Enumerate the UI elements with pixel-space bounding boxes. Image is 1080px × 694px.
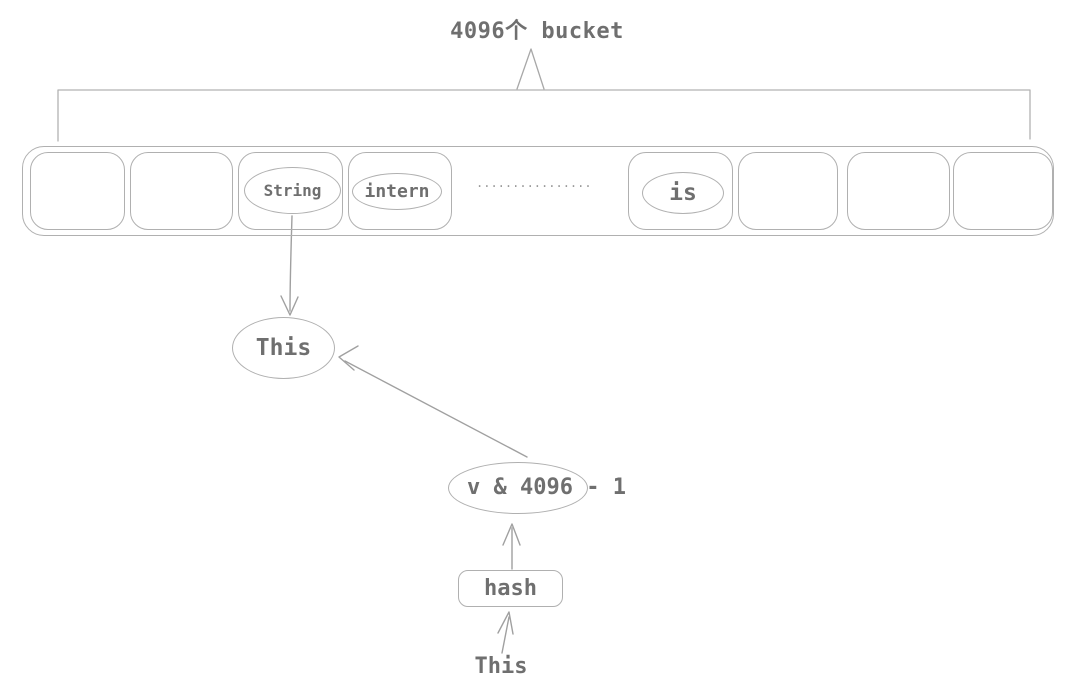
string-entry-label: String (263, 181, 322, 200)
arrow-this-to-hash-head-icon (497, 611, 514, 635)
index-formula-node (448, 462, 588, 514)
this-source-label: This (474, 654, 528, 679)
bracket-line (57, 89, 1031, 142)
bucket-array-container (22, 146, 1054, 236)
this-object-node: This (232, 317, 335, 379)
arrow-this-to-hash-shaft (501, 616, 510, 654)
bucket-cell-3 (238, 152, 343, 230)
bucket-cell-8 (953, 152, 1053, 230)
bucket-cell-2 (130, 152, 233, 230)
intern-entry-label: intern (364, 181, 430, 202)
arrow-formula-to-this-head-icon (338, 345, 359, 371)
arrow-hash-to-formula-head-icon (502, 523, 521, 546)
string-entry-node: String (244, 167, 341, 214)
bucket-cell-7 (847, 152, 950, 230)
bucket-cell-6 (738, 152, 838, 230)
caret-pointer-icon (516, 48, 545, 90)
is-entry-node: is (642, 172, 724, 214)
arrow-formula-to-this-shaft (344, 360, 528, 458)
arrow-string-to-this-head-icon (280, 295, 299, 316)
ellipsis-dots: ................ (476, 176, 592, 190)
hash-label: hash (484, 576, 537, 601)
index-formula-label: v & 4096 - 1 (467, 475, 626, 500)
hash-box: hash (458, 570, 563, 607)
bucket-cell-1 (30, 152, 125, 230)
bucket-cell-4 (348, 152, 452, 230)
bucket-cell-5 (628, 152, 733, 230)
is-entry-label: is (669, 180, 697, 206)
this-object-label: This (255, 335, 312, 361)
arrow-string-to-this-shaft (289, 215, 293, 312)
bucket-count-label: 4096个 bucket (450, 19, 624, 44)
intern-entry-node: intern (352, 173, 442, 210)
